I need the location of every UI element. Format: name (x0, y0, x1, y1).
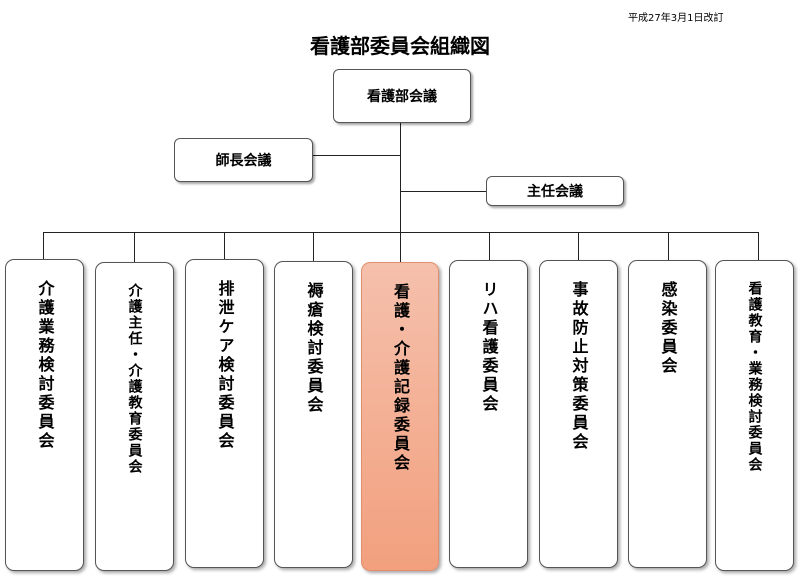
connector-drop-2 (134, 232, 135, 262)
committee-label: 褥瘡検討委員会 (304, 282, 324, 415)
connector-left-branch (313, 155, 400, 156)
top-node-label: 看護部会議 (367, 89, 437, 105)
connector-bus (43, 232, 758, 233)
committee-label: 排泄ケア検討委員会 (215, 280, 235, 451)
connector-drop-3 (224, 232, 225, 259)
connector-drop-9 (758, 232, 759, 260)
committee-label: 感染委員会 (658, 281, 678, 376)
connector-drop-4 (313, 232, 314, 261)
node-head-nurse-meeting: 師長会議 (174, 138, 313, 182)
connector-drop-7 (578, 232, 579, 260)
connector-drop-8 (668, 232, 669, 260)
committee-label: 看護・介護記録委員会 (391, 283, 410, 473)
node-chief-label: 主任会議 (527, 184, 583, 200)
committee-box-2: 介護主任・介護教育委員会 (95, 262, 174, 571)
connector-trunk (400, 123, 401, 265)
top-node-nursing-department-meeting: 看護部会議 (333, 69, 471, 123)
committee-box-8: 感染委員会 (628, 260, 707, 568)
committee-box-4: 褥瘡検討委員会 (274, 261, 353, 568)
connector-right-branch (400, 191, 486, 192)
committee-box-6: リハ看護委員会 (449, 260, 528, 568)
committee-label: 事故防止対策委員会 (569, 281, 589, 452)
committee-box-5: 看護・介護記録委員会 (361, 262, 439, 571)
committee-label: リハ看護委員会 (479, 281, 499, 414)
committee-label: 介護業務検討委員会 (35, 280, 55, 451)
connector-drop-1 (43, 232, 44, 259)
committee-box-7: 事故防止対策委員会 (539, 260, 618, 568)
page-title: 看護部委員会組織図 (310, 34, 490, 58)
revision-date: 平成27年3月1日改訂 (628, 13, 724, 24)
committee-box-9: 看護教育・業務検討委員会 (715, 260, 794, 571)
connector-drop-6 (489, 232, 490, 260)
node-chief-meeting: 主任会議 (486, 176, 624, 206)
committee-label: 看護教育・業務検討委員会 (746, 281, 763, 473)
node-head-nurse-label: 師長会議 (215, 153, 272, 169)
committee-box-3: 排泄ケア検討委員会 (185, 259, 264, 568)
committee-label: 介護主任・介護教育委員会 (126, 283, 143, 475)
committee-box-1: 介護業務検討委員会 (5, 259, 84, 571)
